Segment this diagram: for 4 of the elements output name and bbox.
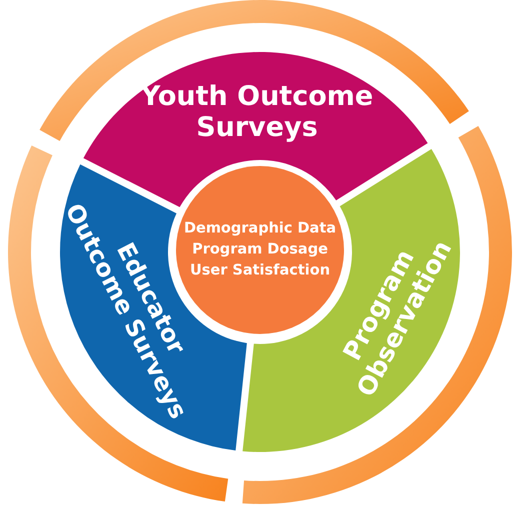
center-label: User Satisfaction — [188, 262, 332, 280]
segment-label: Youth Outcome Surveys — [140, 80, 374, 144]
center-label: Demographic Data — [184, 219, 336, 238]
center-label: Program Dosage — [191, 240, 329, 260]
